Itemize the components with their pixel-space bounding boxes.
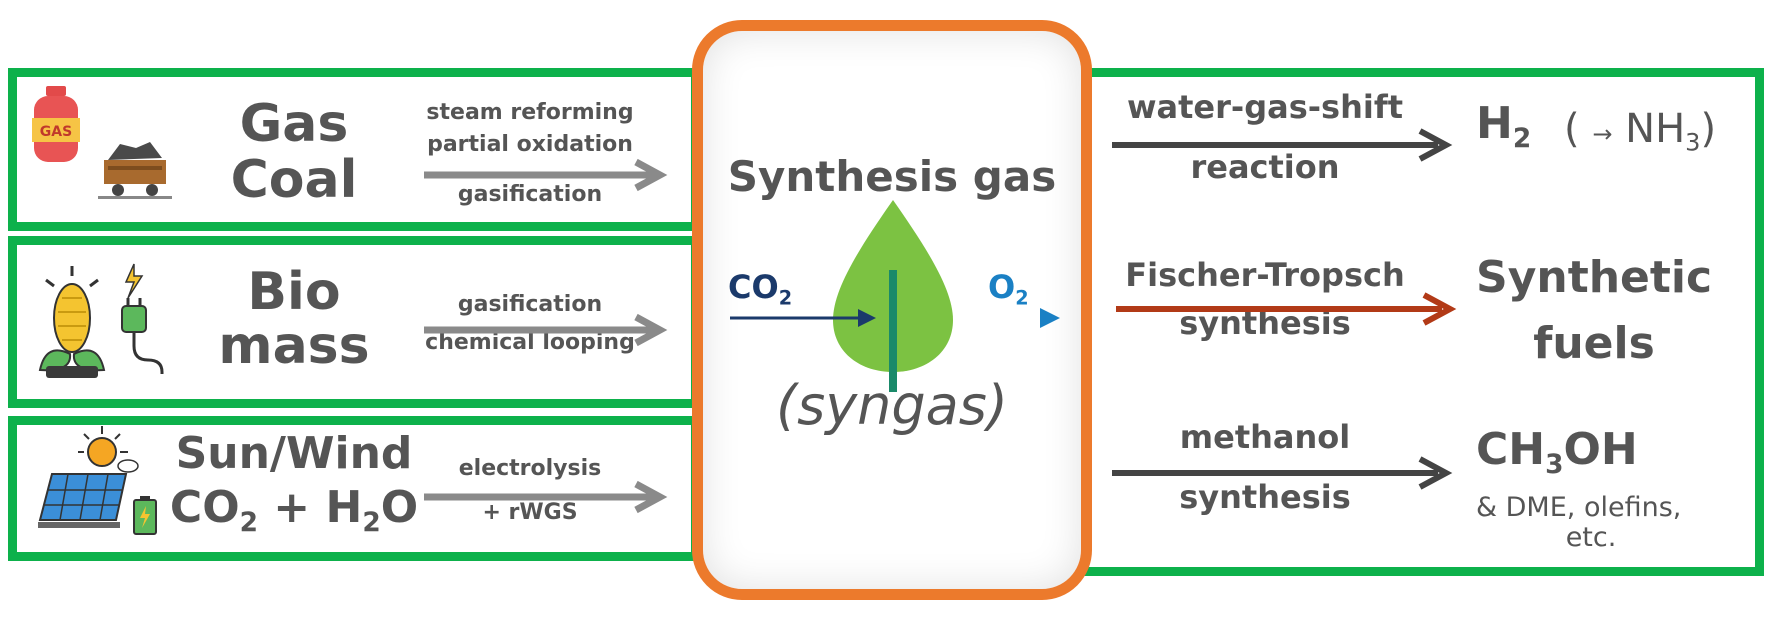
feedstock-title-co2-h2o: CO2 + H2O xyxy=(169,482,419,539)
syngas-subtitle: (syngas) xyxy=(776,374,1008,437)
battery-icon xyxy=(133,496,157,535)
process-electrolysis: electrolysis xyxy=(458,456,602,481)
process-chemical-looping: chemical looping xyxy=(425,330,635,355)
coal-cart-icon xyxy=(98,142,172,199)
arrow-methanol xyxy=(1112,456,1453,490)
svg-text:GAS: GAS xyxy=(40,124,72,140)
co2-label: CO2 xyxy=(728,268,793,310)
corn-plant-icon xyxy=(38,266,106,378)
co2-input-arrow xyxy=(730,309,876,327)
o2-output-arrow xyxy=(896,308,1060,328)
process-methanol-synthesis: synthesis xyxy=(1179,478,1351,516)
process-gasification-1: gasification xyxy=(457,182,603,207)
arrow-fischer-tropsch xyxy=(1116,292,1457,326)
sun-icon xyxy=(78,426,139,473)
feedstock-title-bio: Bio xyxy=(247,262,341,322)
feedstock-title-gas: Gas xyxy=(239,94,349,154)
solar-panel-icon xyxy=(38,473,128,528)
product-nh3: ( → NH3) xyxy=(1564,106,1717,157)
product-h2: H2 xyxy=(1476,98,1532,155)
leaf-icon xyxy=(833,200,953,392)
electric-plug-icon xyxy=(121,263,164,374)
product-methanol: CH3OH xyxy=(1476,424,1638,481)
gas-cylinder-icon: GAS xyxy=(32,86,80,162)
o2-label: O2 xyxy=(988,268,1029,310)
process-fischer-tropsch: Fischer-Tropsch xyxy=(1125,256,1405,294)
process-methanol: methanol xyxy=(1179,418,1351,456)
process-rwgs: + rWGS xyxy=(482,500,578,525)
feedstock-title-mass: mass xyxy=(218,316,370,376)
product-note-line2: etc. xyxy=(1565,522,1617,553)
arrow-wgs xyxy=(1112,128,1453,162)
process-reaction: reaction xyxy=(1190,148,1340,186)
feedstock-title-coal: Coal xyxy=(230,150,358,210)
arrow-gas-coal xyxy=(424,158,668,192)
process-partial-oxidation: partial oxidation xyxy=(427,132,633,157)
syngas-title: Synthesis gas xyxy=(727,152,1057,201)
process-gasification-2: gasification xyxy=(457,292,603,317)
arrow-sun-wind xyxy=(424,480,668,514)
product-note-line1: & DME, olefins, xyxy=(1476,492,1682,523)
process-water-gas-shift: water-gas-shift xyxy=(1126,88,1404,126)
arrow-biomass xyxy=(424,313,668,347)
process-steam-reforming: steam reforming xyxy=(426,100,634,125)
feedstock-title-sun-wind: Sun/Wind xyxy=(175,428,413,479)
product-fuels: fuels xyxy=(1533,318,1655,369)
products-box xyxy=(1080,68,1764,576)
product-synthetic: Synthetic xyxy=(1476,252,1713,303)
